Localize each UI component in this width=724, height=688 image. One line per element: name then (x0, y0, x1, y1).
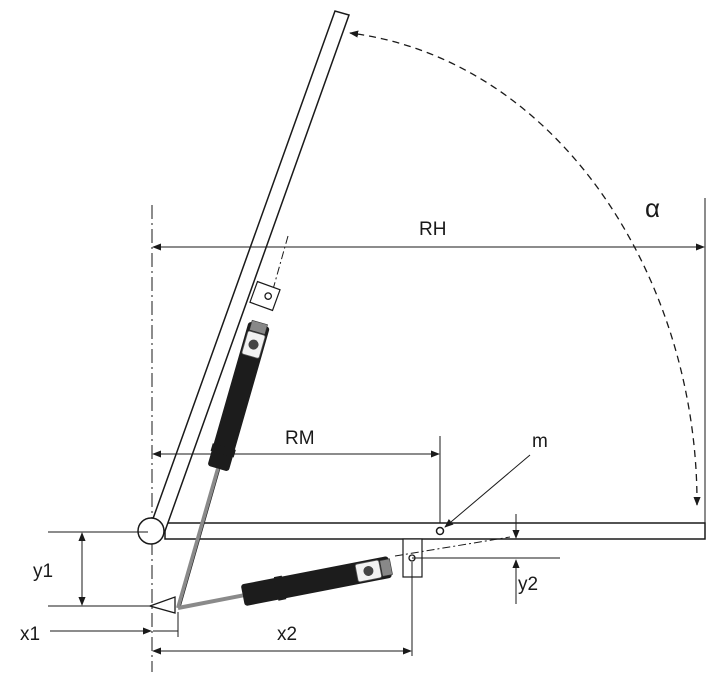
rh-label: RH (419, 219, 446, 240)
x2-label: x2 (277, 624, 297, 645)
gas-strut-open (176, 319, 270, 609)
open-lid-panel (149, 10, 350, 532)
m-label: m (532, 431, 548, 452)
mass-leader-line (444, 454, 531, 528)
lower-mount-block (147, 596, 176, 614)
rm-label: RM (285, 428, 315, 449)
rotation-arc (349, 30, 701, 506)
alpha-label: α (645, 193, 660, 223)
hinge-pivot (137, 517, 165, 545)
closed-strut-axis (394, 536, 511, 557)
x1-label: x1 (20, 624, 40, 645)
strut-rod (177, 593, 244, 610)
mass-point (435, 526, 445, 536)
y1-label: y1 (33, 561, 53, 582)
gas-strut-closed (177, 556, 393, 610)
strut-rod (176, 468, 220, 609)
y2-label: y2 (518, 574, 538, 595)
closed-lid-panel (164, 522, 706, 540)
open-lid-bracket (249, 280, 281, 312)
strut-cylinder (208, 322, 270, 471)
